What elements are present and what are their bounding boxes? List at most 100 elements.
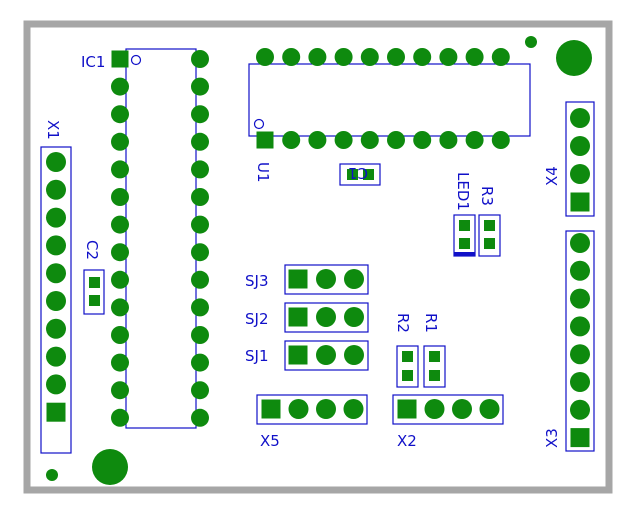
c2-pad-2 (89, 295, 100, 306)
x1-pin (46, 263, 66, 284)
ic1-pin (111, 353, 129, 372)
x2-label: X2 (397, 432, 417, 450)
x5-pin (343, 399, 364, 419)
u1-pin (387, 48, 405, 66)
r3-footprint (478, 214, 501, 257)
u1-pin-square (256, 131, 274, 149)
x3-label: X3 (543, 428, 561, 448)
u1-pin (491, 131, 510, 149)
led1-pad-1 (459, 220, 470, 231)
ic1-pin (191, 326, 209, 344)
ic1-pin (111, 77, 129, 96)
u1-pin (282, 48, 301, 66)
x3-pin (570, 260, 590, 281)
x4-outline (565, 101, 595, 217)
x4-label: X4 (543, 166, 561, 186)
r3-pad-2 (484, 238, 495, 249)
x3-pin-square (570, 428, 590, 448)
u1-pin (334, 48, 353, 66)
u1-pin (439, 131, 458, 149)
x1-pin (46, 318, 66, 339)
x1-outline (40, 146, 72, 454)
x3-pin (570, 344, 590, 365)
sj-pin (344, 307, 364, 327)
sj1-label: SJ1 (245, 347, 269, 365)
ic1-pin (111, 408, 129, 427)
r1-pad-2 (429, 370, 440, 381)
r2-pad-1 (402, 351, 413, 362)
x3-pin (570, 233, 590, 253)
sj1-jumper (284, 340, 369, 371)
x3-outline (565, 230, 595, 452)
x2-pin (424, 399, 445, 419)
sj2-jumper (284, 302, 369, 333)
ic1-pin (191, 381, 209, 400)
x5-pin-square (261, 399, 281, 419)
u1-pin1-marker (253, 118, 265, 130)
ic1-pin (191, 353, 209, 372)
x5-header (256, 394, 368, 425)
x2-pin (479, 399, 500, 419)
x2-outline (392, 394, 504, 425)
x1-pin (46, 207, 66, 228)
x2-pin (452, 399, 472, 419)
u1-pin (308, 131, 327, 149)
ic1-pin (191, 132, 209, 151)
ic1-label: IC1 (81, 53, 105, 71)
sj3-label: SJ3 (245, 272, 269, 290)
ic1-pin (111, 105, 129, 124)
ic1-pin (191, 408, 209, 427)
x1-pin (46, 235, 66, 256)
ic1-pin (111, 326, 129, 344)
ic1-pin (111, 188, 129, 206)
u1-pin (439, 48, 458, 66)
ic1-pin (111, 215, 129, 234)
c2-outline (83, 269, 105, 315)
ic1-pin (111, 160, 129, 179)
u1-pin (282, 131, 301, 149)
x5-pin (288, 399, 309, 419)
x2-header (392, 394, 504, 425)
ic1-pin1-marker (130, 54, 142, 66)
sj-pin-square (288, 345, 308, 365)
r2-pad-2 (402, 370, 413, 381)
x4-pin-square (570, 192, 590, 212)
ic1-pin (111, 132, 129, 151)
c2-footprint (83, 269, 105, 315)
x1-pin-square (46, 402, 66, 422)
c2-label: C2 (83, 240, 101, 260)
c1-footprint (339, 163, 381, 186)
ic1-body (125, 48, 197, 429)
c2-pad-1 (89, 277, 100, 288)
mounting-hole-bottom-left (92, 449, 128, 485)
u1-pin (387, 131, 405, 149)
x3-pin (570, 316, 590, 337)
led1-pad-2 (459, 238, 470, 249)
x3-header (565, 230, 595, 452)
u1-pin (413, 131, 432, 149)
board-outline (23, 20, 613, 494)
r3-label: R3 (478, 186, 496, 206)
x1-pin (46, 152, 66, 172)
r1-pad-1 (429, 351, 440, 362)
ic1-pin (191, 50, 209, 68)
x1-pin (46, 374, 66, 395)
u1-pin (465, 48, 484, 66)
ic1-pin (191, 105, 209, 124)
r2-footprint (396, 345, 419, 388)
fiducial-top-right (525, 36, 537, 48)
r2-outline (396, 345, 419, 388)
sj-pin (316, 307, 336, 327)
ic1-pin (191, 77, 209, 96)
ic1-pin-square (111, 50, 129, 68)
sj-pin (344, 345, 364, 365)
ic1-footprint (111, 48, 209, 429)
u1-label: U1 (254, 162, 272, 183)
u1-footprint (248, 48, 531, 149)
u1-pin (413, 48, 432, 66)
u1-pin (360, 48, 379, 66)
ic1-pin (191, 270, 209, 289)
mounting-hole-top-right (556, 40, 592, 76)
u1-pin (256, 48, 274, 66)
